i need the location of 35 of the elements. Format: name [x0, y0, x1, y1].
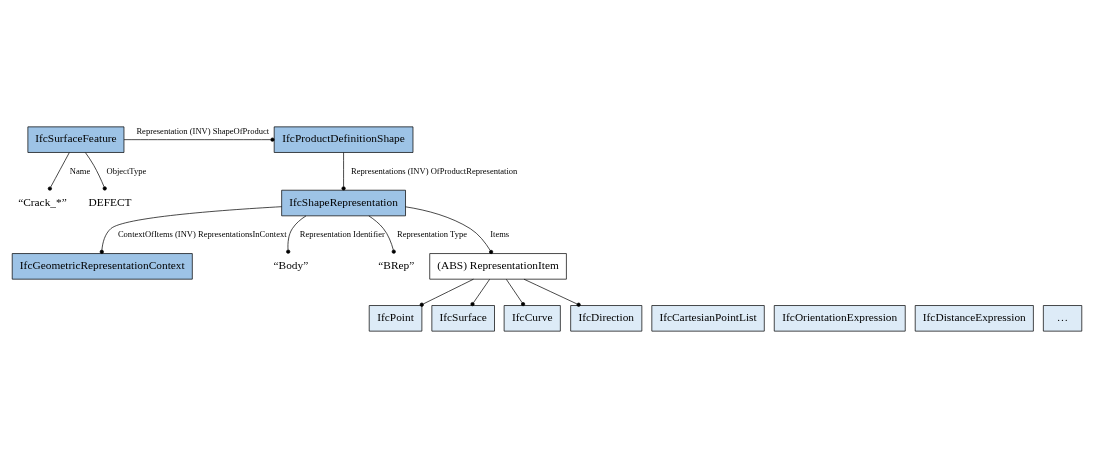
connector: [99, 205, 282, 254]
connector: [505, 278, 526, 306]
node-box: IfcGeometricRepresentationContext: [11, 252, 193, 280]
edge-label: Representation (INV) ShapeOfProduct: [136, 125, 270, 136]
connector: [47, 151, 70, 191]
node-box: (ABS) RepresentationItem: [429, 252, 567, 280]
node-box: IfcSurface: [431, 304, 495, 331]
node-text: “Crack_*”: [18, 195, 67, 208]
edge-label: ContextOfItems (INV) RepresentationsInContext: [117, 228, 287, 239]
connector: [85, 151, 107, 190]
node-box: …: [1043, 304, 1083, 331]
node-text: “BRep”: [378, 258, 415, 271]
edge-label: ObjectType: [106, 165, 147, 176]
connector: [405, 205, 494, 254]
connector: [419, 278, 474, 307]
edge-label: Representation Identifier: [299, 228, 385, 239]
edge-label: Representations (INV) OfProductRepresentation: [351, 165, 518, 176]
node-box: IfcOrientationExpression: [773, 304, 906, 331]
connector: [523, 278, 581, 307]
node-box: IfcSurfaceFeature: [27, 126, 125, 153]
node-box: IfcCartesianPointList: [651, 304, 765, 331]
node-box: IfcDistanceExpression: [914, 304, 1034, 331]
node-text: “Body”: [273, 258, 309, 271]
edge-label: Name: [69, 165, 91, 176]
connector: [123, 137, 275, 142]
node-box: IfcShapeRepresentation: [281, 189, 406, 216]
connector: [368, 215, 396, 254]
node-box: IfcCurve: [503, 304, 561, 331]
edge-label: Items: [490, 228, 510, 239]
connector: [341, 151, 346, 190]
edge-label: Representation Type: [396, 228, 468, 239]
node-box: IfcProductDefinitionShape: [273, 126, 414, 153]
connector: [286, 215, 307, 254]
node-text: DEFECT: [88, 195, 132, 208]
connector: [470, 278, 490, 306]
